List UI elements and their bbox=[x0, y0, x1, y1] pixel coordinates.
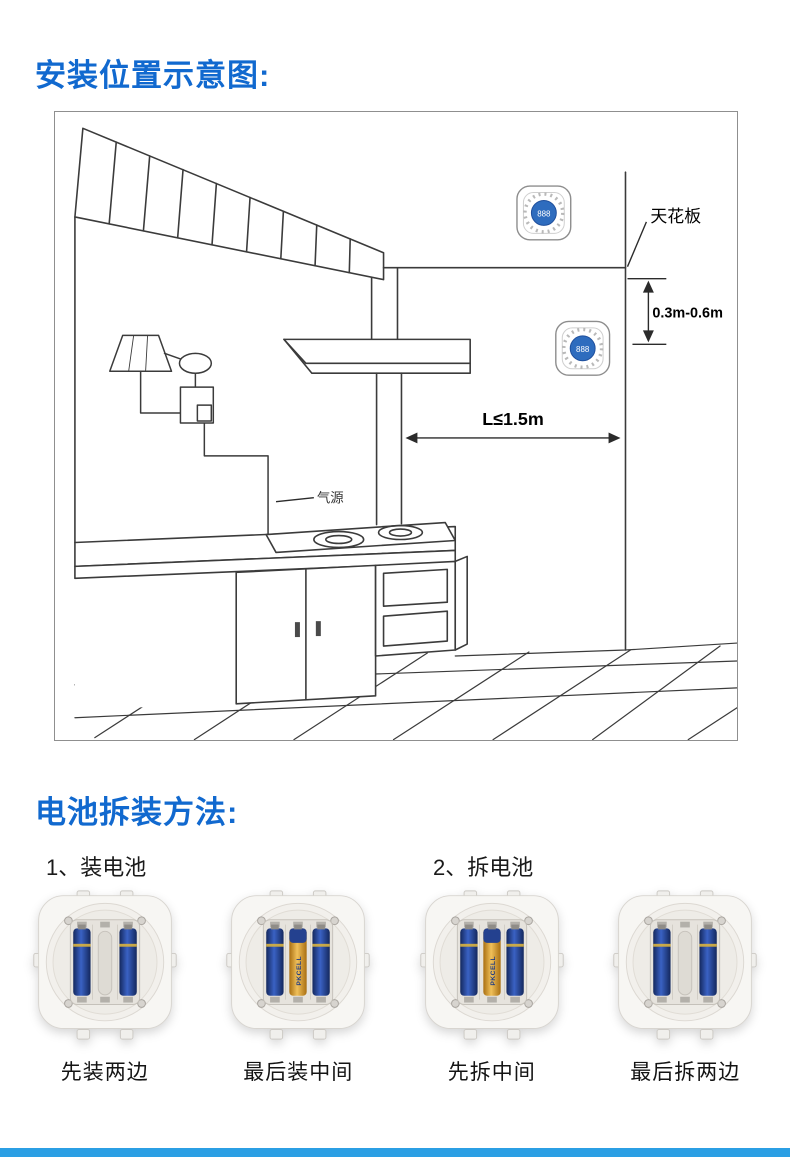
side-battery-left bbox=[72, 924, 91, 996]
drawer-unit bbox=[374, 555, 468, 657]
screws bbox=[63, 916, 146, 1008]
side-battery-left bbox=[653, 924, 671, 996]
hood-duct bbox=[370, 267, 399, 341]
side-battery-right bbox=[699, 924, 718, 996]
battery-figures-row: PKCELL 先装两边 bbox=[0, 888, 790, 1086]
battery-figure: PKCELL 先拆中间 bbox=[410, 888, 574, 1086]
install-section-title: 安装位置示意图: bbox=[35, 58, 271, 93]
device-back-image: PKCELL bbox=[613, 890, 757, 1040]
side-battery-left bbox=[459, 924, 478, 996]
empty-middle-slot bbox=[678, 930, 693, 996]
screws bbox=[644, 916, 727, 1008]
figure-caption: 最后拆两边 bbox=[630, 1061, 741, 1084]
dimension-lines bbox=[275, 221, 667, 503]
vertical-distance-label: 0.3m-0.6m bbox=[652, 305, 723, 321]
step-install-label: 1、装电池 bbox=[46, 855, 147, 880]
side-battery-right bbox=[119, 924, 137, 996]
battery-steps-row: 1、装电池 2、拆电池 bbox=[0, 850, 790, 882]
sloped-ceiling bbox=[74, 127, 385, 281]
installation-diagram-box: 天花板 0.3m-0.6m L≤1.5m 气源 888 888 bbox=[54, 111, 738, 741]
middle-battery: PKCELL bbox=[289, 924, 307, 996]
detector-on-wall: 888 bbox=[554, 319, 612, 377]
battery-figure: PKCELL 先装两边 bbox=[23, 888, 187, 1086]
side-battery-left bbox=[266, 924, 284, 996]
battery-figure: PKCELL 最后装中间 bbox=[216, 888, 380, 1086]
device-back-image: PKCELL bbox=[420, 890, 564, 1040]
kitchen-diagram: 天花板 0.3m-0.6m L≤1.5m 气源 888 888 bbox=[74, 127, 737, 740]
wall-edge-below-hood bbox=[375, 372, 403, 526]
screws bbox=[257, 916, 340, 1008]
gas-meter-assembly bbox=[109, 334, 269, 536]
figure-caption: 先装两边 bbox=[60, 1061, 149, 1084]
side-battery-right bbox=[506, 924, 524, 996]
detector-display: 888 bbox=[576, 345, 590, 354]
bottom-blue-bar bbox=[0, 1148, 790, 1157]
ceiling-label: 天花板 bbox=[650, 207, 701, 226]
gas-source-label: 气源 bbox=[317, 491, 344, 506]
step-remove-label: 2、拆电池 bbox=[433, 855, 534, 880]
battery-brand-label: PKCELL bbox=[296, 956, 303, 986]
detector-on-ceiling: 888 bbox=[515, 184, 573, 242]
screws bbox=[450, 916, 533, 1008]
side-battery-right bbox=[312, 924, 331, 996]
middle-battery: PKCELL bbox=[483, 924, 501, 996]
range-hood bbox=[283, 338, 471, 375]
stove bbox=[265, 521, 457, 554]
empty-middle-slot bbox=[97, 930, 112, 996]
dimension-arrowheads bbox=[405, 280, 654, 444]
cabinet bbox=[235, 564, 377, 705]
battery-section-title: 电池拆装方法: bbox=[35, 795, 239, 830]
horizontal-distance-label: L≤1.5m bbox=[482, 409, 544, 429]
detector-display: 888 bbox=[537, 209, 551, 218]
figure-caption: 最后装中间 bbox=[243, 1061, 354, 1084]
device-back-image: PKCELL bbox=[33, 890, 177, 1040]
figure-caption: 先拆中间 bbox=[447, 1061, 536, 1084]
battery-figure: PKCELL 最后拆两边 bbox=[603, 888, 767, 1086]
battery-brand-label: PKCELL bbox=[490, 956, 497, 986]
device-back-image: PKCELL bbox=[226, 890, 370, 1040]
